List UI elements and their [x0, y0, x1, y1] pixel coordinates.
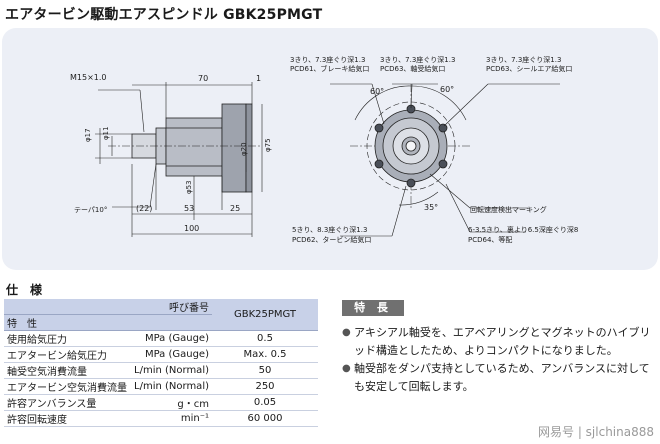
spec-row-name: 許容アンバランス量 — [4, 394, 131, 411]
features-heading: 特 長 — [342, 300, 404, 316]
spec-model: GBK25PMGT — [212, 299, 318, 331]
spec-row-name: エアタービン空気消費流量 — [4, 378, 131, 395]
spec-row: 許容アンバランス量 g・cm 0.05 — [4, 394, 318, 411]
dim-25-label: 25 — [230, 204, 240, 213]
side-view — [108, 103, 262, 193]
spec-row-name: 使用給気圧力 — [4, 330, 131, 347]
spec-row: 軸受空気消費流量 L/min (Normal) 50 — [4, 362, 318, 379]
spec-row-name: エアタービン給気圧力 — [4, 346, 131, 363]
feature-text: 軸受部をダンパ支持としているため、アンバランスに対しても安定して回転します。 — [354, 362, 650, 393]
angle-35-label: 35° — [424, 203, 438, 212]
thread-label: M15×1.0 — [70, 73, 107, 82]
dim-100-label: 100 — [184, 224, 199, 233]
spec-row-unit: L/min (Normal) — [130, 378, 212, 395]
dim-1-label: 1 — [256, 74, 261, 83]
spec-row: エアタービン空気消費流量 L/min (Normal) 250 — [4, 378, 318, 395]
angle-60b-label: 60° — [440, 85, 454, 94]
spec-row-value: 60 000 — [212, 410, 318, 427]
note1-line1: 3きり、7.3座ぐり深1.3 — [290, 55, 365, 64]
note2-line1: 3きり、7.3座ぐり深1.3 — [380, 55, 455, 64]
note3-line2: PCD63、シールエア給気口 — [486, 64, 572, 73]
spec-row-unit: g・cm — [130, 394, 212, 411]
spec-row: 使用給気圧力 MPa (Gauge) 0.5 — [4, 330, 318, 347]
d75-label: φ75 — [264, 138, 272, 152]
spec-header-row-2: 特 性 — [4, 314, 318, 331]
dim-70-label: 70 — [198, 74, 208, 83]
spec-row-unit: MPa (Gauge) — [130, 330, 212, 347]
d20-label: φ20 — [240, 142, 248, 156]
spec-row-name: 許容回転速度 — [4, 410, 131, 427]
front-leaders — [330, 83, 560, 237]
spec-header-row: 呼び番号 GBK25PMGT — [4, 299, 318, 331]
note2-line2: PCD63、軸受給気口 — [380, 64, 445, 73]
note1-line2: PCD61、ブレーキ給気口 — [290, 64, 369, 73]
page-title: エアタービン駆動エアスピンドル GBK25PMGT — [5, 7, 323, 23]
note4-label: 回転速度検出マーキング — [470, 205, 547, 214]
spec-row-unit: L/min (Normal) — [130, 362, 212, 379]
note3-line1: 3きり、7.3座ぐり深1.3 — [486, 55, 561, 64]
features-list: ● アキシアル軸受を、エアベアリングとマグネットのハイブリッド構造としたため、よ… — [342, 324, 658, 396]
spec-row-value: 0.5 — [212, 330, 318, 347]
angle-60a-label: 60° — [370, 87, 384, 96]
spec-row-value: 50 — [212, 362, 318, 379]
technical-drawing: M15×1.0 70 1 φ17 φ11 テーパ10° (22) 53 25 1… — [2, 28, 658, 270]
watermark: 网易号 | sjlchina888 — [538, 425, 654, 439]
bullet-icon: ● — [342, 363, 351, 374]
feature-item: ● アキシアル軸受を、エアベアリングとマグネットのハイブリッド構造としたため、よ… — [342, 324, 658, 360]
spec-row-name: 軸受空気消費流量 — [4, 362, 131, 379]
spec-row-value: 250 — [212, 378, 318, 395]
spec-col-name: 呼び番号 — [4, 299, 212, 315]
spec-row-unit: MPa (Gauge) — [130, 346, 212, 363]
spec-row: 許容回転速度 min⁻¹ 60 000 — [4, 410, 318, 427]
bullet-icon: ● — [342, 327, 351, 338]
d17-label: φ17 — [84, 128, 92, 142]
feature-text: アキシアル軸受を、エアベアリングとマグネットのハイブリッド構造としたため、よりコ… — [354, 326, 651, 357]
spec-row-value: 0.05 — [212, 394, 318, 411]
spec-table: 呼び番号 GBK25PMGT 特 性 使用給気圧力 MPa (Gauge) 0.… — [4, 299, 318, 427]
d53-label: φ53 — [185, 180, 193, 194]
note6-line2: PCD64、等配 — [468, 235, 512, 244]
note5-line1: 5きり、8.3座ぐり深1.3 — [292, 225, 367, 234]
feature-item: ● 軸受部をダンパ支持としているため、アンバランスに対しても安定して回転します。 — [342, 360, 658, 396]
spec-row-unit: min⁻¹ — [130, 410, 212, 427]
front-view — [350, 84, 472, 210]
dim-53-label: 53 — [184, 204, 194, 213]
d11-label: φ11 — [102, 126, 110, 140]
spec-row: エアタービン給気圧力 MPa (Gauge) Max. 0.5 — [4, 346, 318, 363]
note6-line1: 6-3.5きり、裏より6.5深座ぐり深8 — [468, 225, 578, 234]
taper-label: テーパ10° — [74, 206, 107, 214]
spec-row-value: Max. 0.5 — [212, 346, 318, 363]
side-dimensions — [95, 82, 263, 237]
dim-22-label: (22) — [136, 204, 152, 213]
spec-col-char: 特 性 — [4, 314, 212, 331]
note5-line2: PCD62、タービン給気口 — [292, 235, 371, 244]
spindle-body — [165, 117, 223, 177]
spec-heading: 仕 様 — [6, 283, 43, 297]
